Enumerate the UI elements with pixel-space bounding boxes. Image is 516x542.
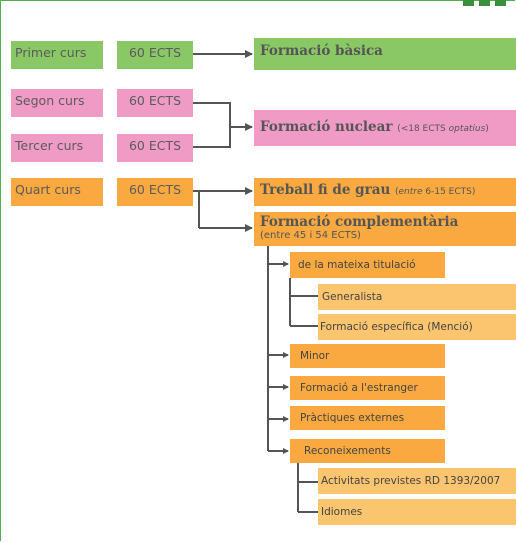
formacio-complementaria-box: Formació complementària (entre 45 i 54 E… — [254, 212, 516, 246]
treball-fi-de-grau-note: (entre 6-15 ECTS) — [394, 187, 476, 197]
year-tercer-curs: Tercer curs — [11, 134, 103, 162]
year-segon-curs: Segon curs — [11, 89, 103, 117]
option-minor: Minor — [290, 344, 445, 368]
option-generalista: Generalista — [318, 284, 516, 310]
ects-segon-curs: 60 ECTS — [117, 89, 193, 117]
formacio-nuclear-title: Formació nuclear — [260, 119, 393, 135]
option-formacio-estranger: Formació a l'estranger — [290, 376, 445, 400]
option-reconeixements: Reconeixements — [290, 439, 445, 463]
treball-fi-de-grau-box: Treball fi de grau (entre 6-15 ECTS) — [254, 178, 516, 206]
option-practiques-externes: Pràctiques externes — [290, 406, 445, 430]
option-activitats-rd: Activitats previstes RD 1393/2007 — [318, 468, 516, 494]
logo-icon — [459, 0, 516, 6]
treball-fi-de-grau-title: Treball fi de grau — [260, 182, 391, 198]
formacio-complementaria-title: Formació complementària — [260, 214, 459, 230]
year-quart-curs: Quart curs — [11, 178, 103, 206]
formacio-basica-box: Formació bàsica — [254, 38, 516, 70]
formacio-nuclear-note: (<18 ECTS optatius) — [397, 124, 489, 134]
ects-tercer-curs: 60 ECTS — [117, 134, 193, 162]
option-formacio-especifica: Formació específica (Menció) — [318, 314, 516, 340]
formacio-basica-title: Formació bàsica — [260, 43, 383, 59]
option-idiomes: Idiomes — [318, 499, 516, 525]
ects-primer-curs: 60 ECTS — [117, 41, 193, 69]
ects-quart-curs: 60 ECTS — [117, 178, 193, 206]
formacio-nuclear-box: Formació nuclear (<18 ECTS optatius) — [254, 110, 516, 146]
option-mateixa-titulacio: de la mateixa titulació — [290, 252, 445, 278]
year-primer-curs: Primer curs — [11, 41, 103, 69]
formacio-complementaria-note: (entre 45 i 54 ECTS) — [260, 230, 361, 241]
